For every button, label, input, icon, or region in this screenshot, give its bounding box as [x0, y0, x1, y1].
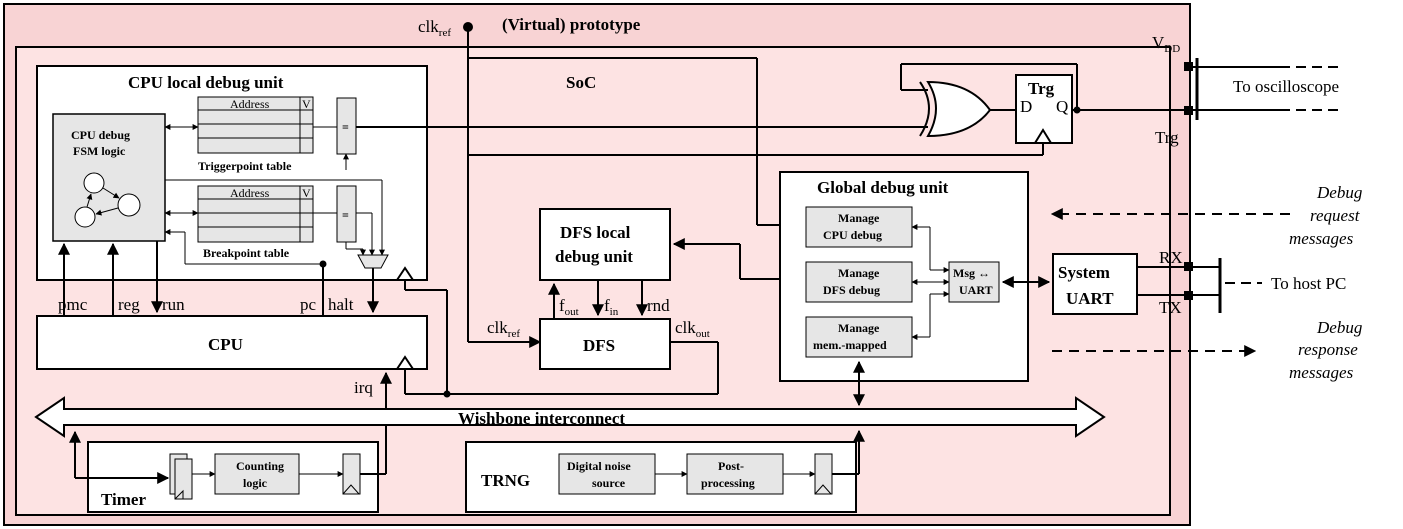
svg-text:DFS debug: DFS debug [823, 283, 880, 297]
run-label: run [162, 295, 185, 314]
global-debug-title: Global debug unit [817, 178, 949, 197]
svg-text:=: = [342, 120, 349, 134]
svg-text:mem.-mapped: mem.-mapped [813, 338, 887, 352]
trig-valid-header: V [302, 97, 311, 111]
fsm-state-graph [74, 172, 141, 228]
wishbone-label: Wishbone interconnect [458, 409, 625, 428]
clk-ref-dfs-label: clkref [487, 318, 520, 340]
svg-text:Digital noise: Digital noise [567, 459, 631, 473]
triggerpoint-table-label: Triggerpoint table [198, 159, 292, 173]
tx-pin [1184, 291, 1193, 300]
svg-text:Counting: Counting [236, 459, 284, 473]
to-oscilloscope-label: To oscilloscope [1233, 77, 1339, 96]
manage-dfs-debug [805, 261, 913, 303]
rx-pin [1184, 262, 1193, 271]
svg-text:processing: processing [701, 476, 755, 490]
trng-label: TRNG [481, 471, 530, 490]
prototype-title: (Virtual) prototype [502, 15, 641, 34]
brk-address-header: Address [230, 186, 270, 200]
timer-label: Timer [101, 490, 146, 509]
fsm-line2: FSM logic [73, 144, 126, 158]
svg-text:CPU debug: CPU debug [823, 228, 882, 242]
tx-label: TX [1159, 298, 1182, 317]
svg-text:Msg ↔: Msg ↔ [953, 266, 990, 280]
svg-text:source: source [592, 476, 626, 490]
dfs-debug-line1: DFS local [560, 223, 631, 242]
cpu-label: CPU [208, 335, 243, 354]
svg-text:UART: UART [1066, 289, 1114, 308]
system-uart [1052, 253, 1138, 315]
dfs-debug-line2: debug unit [555, 247, 633, 266]
xor-gate [919, 80, 1016, 138]
svg-text:logic: logic [243, 476, 268, 490]
pc-label: pc [300, 295, 317, 314]
timer-register [342, 453, 361, 495]
clk-ref-label: clkref [418, 17, 451, 39]
trigger-ff-d: D [1020, 97, 1032, 116]
svg-text:response: response [1298, 340, 1358, 359]
breakpoint-table-label: Breakpoint table [203, 246, 290, 260]
svg-text:=: = [342, 208, 349, 222]
fsm-line1: CPU debug [71, 128, 130, 142]
rx-label: RX [1159, 248, 1183, 267]
trigger-ff-title: Trg [1028, 79, 1055, 98]
cpu-debug-fsm [52, 113, 166, 242]
halt-mux [357, 254, 389, 269]
soc-label: SoC [566, 73, 596, 92]
clk-out-label: clkout [675, 318, 710, 340]
svg-text:Manage: Manage [838, 266, 880, 280]
triggerpoint-table [197, 96, 314, 154]
msg-uart [948, 261, 1000, 303]
svg-text:Manage: Manage [838, 321, 880, 335]
to-host-pc-label: To host PC [1271, 274, 1346, 293]
vdd-pin [1184, 62, 1193, 71]
svg-text:Post-: Post- [718, 459, 744, 473]
vdd-label: VDD [1152, 33, 1180, 55]
trng-block [465, 441, 857, 513]
reg-label: reg [118, 295, 140, 314]
post-processing [686, 453, 784, 495]
wishbone-bus [34, 396, 1106, 438]
svg-text:request: request [1310, 206, 1361, 225]
manage-cpu-debug [805, 206, 913, 248]
trng-register [814, 453, 833, 495]
breakpoint-table [197, 185, 314, 243]
f-out-label: fout [559, 296, 579, 318]
trigger-ff-q: Q [1056, 97, 1068, 116]
trig-address-header: Address [230, 97, 270, 111]
pmc-label: pmc [58, 295, 88, 314]
svg-text:messages: messages [1289, 229, 1354, 248]
f-in-label: fin [604, 296, 619, 318]
cpu-block [36, 315, 428, 370]
svg-text:Debug: Debug [1316, 318, 1362, 337]
halt-label: halt [328, 295, 354, 314]
rnd-label: rnd [647, 296, 670, 315]
svg-text:Debug: Debug [1316, 183, 1362, 202]
cpu-debug-unit-title: CPU local debug unit [128, 73, 284, 92]
svg-text:messages: messages [1289, 363, 1354, 382]
manage-mem-mapped [805, 316, 913, 358]
trg-label: Trg [1155, 128, 1179, 147]
brk-valid-header: V [302, 186, 311, 200]
svg-text:Manage: Manage [838, 211, 880, 225]
svg-text:UART: UART [959, 283, 993, 297]
dfs-block [539, 318, 671, 370]
irq-label: irq [354, 378, 373, 397]
dfs-local-debug-unit [539, 208, 671, 281]
trg-pin [1184, 106, 1193, 115]
svg-text:System: System [1058, 263, 1110, 282]
dfs-label: DFS [583, 336, 615, 355]
